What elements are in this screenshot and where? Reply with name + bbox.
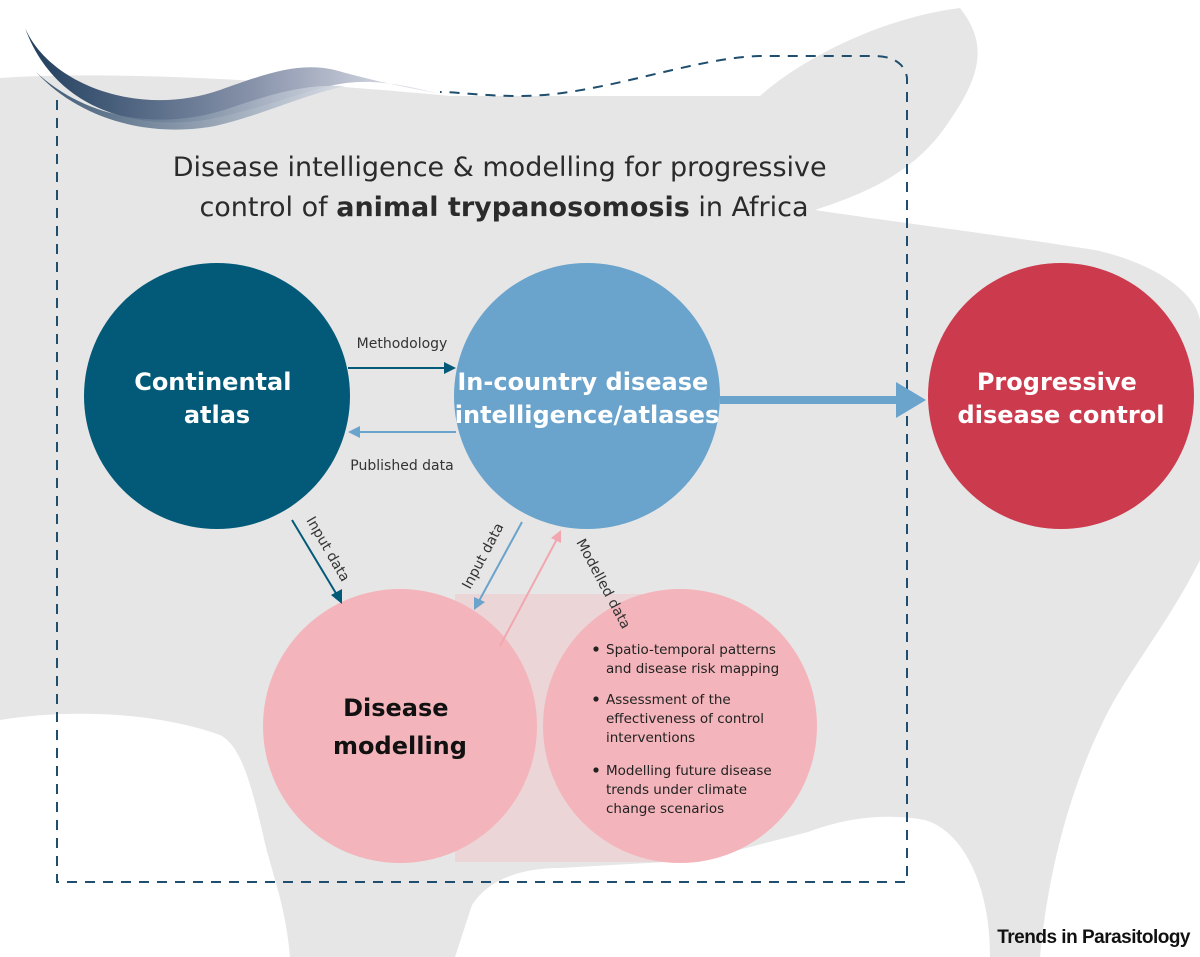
arrow-published-data (348, 426, 456, 438)
modelling-outputs-list: Spatio-temporal patterns and disease ris… (593, 642, 780, 817)
node-modelling-outputs (543, 589, 817, 863)
bullet-item-2: Assessment of the effectiveness of contr… (606, 692, 768, 746)
title-line-1: Disease intelligence & modelling for pro… (173, 152, 827, 183)
node-in-country-intelligence (454, 263, 720, 529)
node-continental-atlas (84, 263, 350, 529)
title-line-2-suffix: in Africa (690, 192, 809, 223)
bullet-dot-2 (593, 696, 599, 702)
label-continental-atlas: Continental atlas (134, 368, 300, 429)
dashed-frame (56, 55, 908, 883)
label-in-country-line-1: In-country disease (457, 368, 708, 396)
label-modelling-line-1: Disease (343, 694, 448, 722)
label-modelling-line-2: modelling (333, 732, 467, 760)
label-in-country: In-country disease intelligence/atlases (455, 368, 720, 429)
arrow-methodology (348, 362, 456, 374)
arrow-modelled-data (499, 530, 561, 647)
bullet-dot-3 (593, 767, 599, 773)
label-progressive-line-1: Progressive (977, 368, 1137, 396)
label-continental-line-2: atlas (184, 401, 250, 429)
bullet-item-3: Modelling future disease trends under cl… (606, 763, 776, 817)
arrow-input-data-left (291, 519, 342, 604)
journal-logo: Trends in Parasitology (997, 927, 1190, 948)
arrow-input-data-mid (474, 521, 523, 610)
node-disease-modelling (263, 589, 537, 863)
ribbon-decoration (25, 28, 440, 130)
edge-label-published-data: Published data (350, 458, 453, 474)
label-in-country-line-2: intelligence/atlases (455, 401, 720, 429)
label-progressive-control: Progressive disease control (958, 368, 1165, 429)
node-progressive-control (928, 263, 1194, 529)
label-progressive-line-2: disease control (958, 401, 1165, 429)
diagram-title: Disease intelligence & modelling for pro… (173, 152, 836, 223)
edge-label-methodology: Methodology (357, 336, 448, 352)
bullet-item-1: Spatio-temporal patterns and disease ris… (606, 642, 780, 677)
label-continental-line-1: Continental (134, 368, 291, 396)
title-line-2-prefix: control of (199, 192, 336, 223)
title-line-2-bold: animal trypanosomosis (336, 192, 690, 223)
bullet-dot-1 (593, 646, 599, 652)
label-disease-modelling: Disease modelling (333, 694, 467, 760)
arrow-to-progressive-control (720, 382, 926, 418)
